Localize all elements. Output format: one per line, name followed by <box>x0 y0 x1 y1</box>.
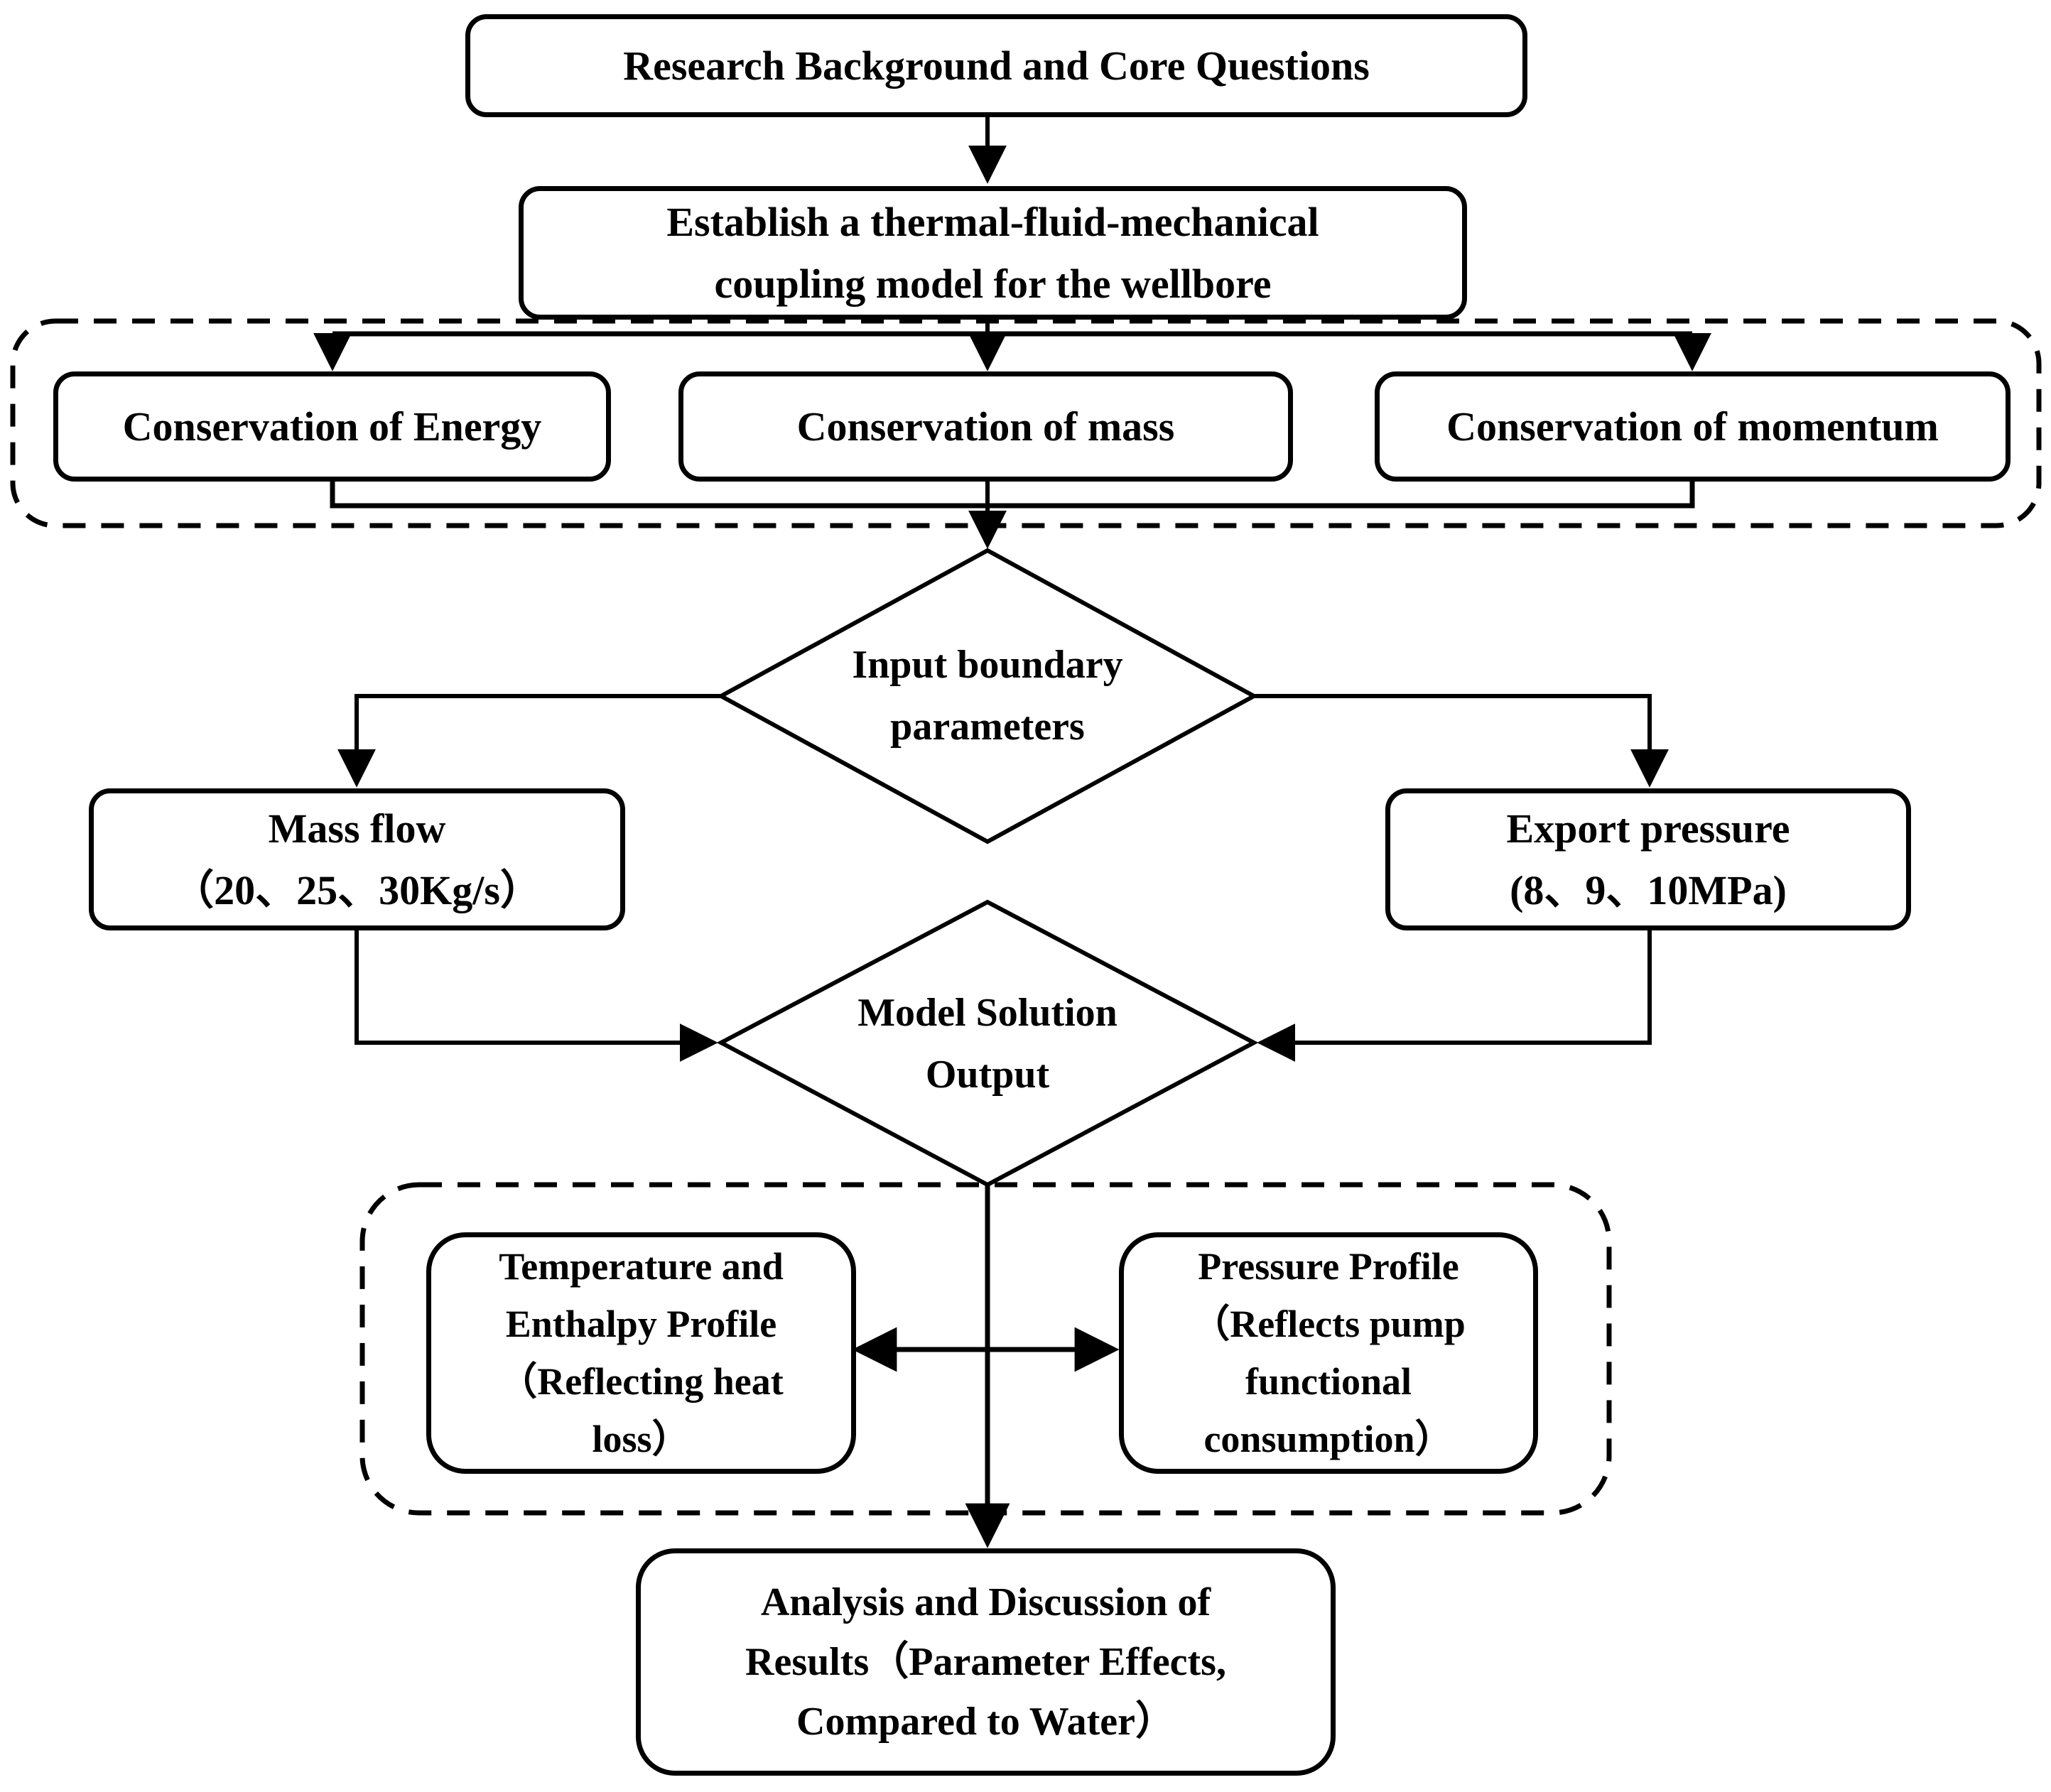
diamond-label-input-boundary: Input boundary parameters <box>852 643 1123 749</box>
node-temperature-enthalpy-profile: Temperature and Enthalpy Profile （Reflec… <box>426 1232 856 1474</box>
merge-momentum-line <box>987 482 1695 509</box>
diamond-input-boundary <box>716 548 1259 845</box>
merge-energy-line <box>330 482 987 509</box>
node-analysis-discussion: Analysis and Discussion of Results（Param… <box>636 1548 1336 1776</box>
node-export-pressure: Export pressure (8、9、10MPa) <box>1385 788 1911 930</box>
node-research: Research Background and Core Questions <box>465 14 1527 117</box>
dashed-container-conservation <box>10 318 2042 528</box>
node-pressure-profile: Pressure Profile （Reflects pump function… <box>1119 1232 1538 1474</box>
diamond-model-solution <box>716 899 1259 1188</box>
node-mass-flow: Mass flow （20、25、30Kg/s） <box>89 788 625 930</box>
node-establish-model: Establish a thermal-fluid-mechanical cou… <box>519 186 1467 320</box>
arrow-diamond-to-massflow <box>337 694 721 788</box>
node-conservation-mass: Conservation of mass <box>678 371 1293 482</box>
arrow-diamond-to-exportpressure <box>1254 694 1669 788</box>
diamond-label-model-solution: Model Solution Output <box>857 991 1118 1097</box>
arrow-massflow-to-solution <box>355 930 718 1062</box>
arrow-exportpressure-to-solution <box>1257 930 1652 1062</box>
node-conservation-energy: Conservation of Energy <box>53 371 611 482</box>
node-conservation-momentum: Conservation of momentum <box>1375 371 2011 482</box>
